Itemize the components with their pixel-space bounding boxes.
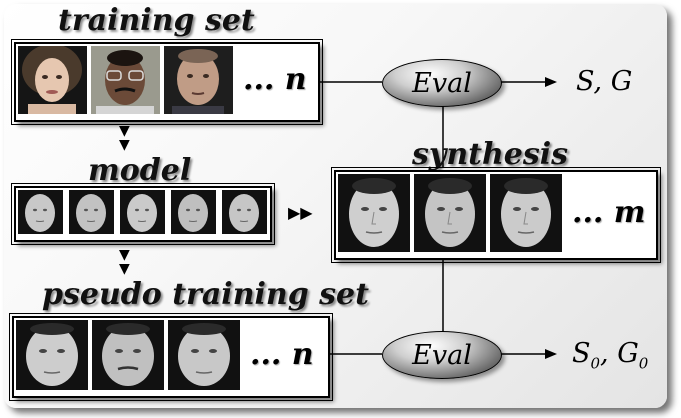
training-photo-1 <box>18 46 87 114</box>
eval-label-bottom: Eval <box>412 339 472 371</box>
output-s0-sub: 0 <box>590 354 601 373</box>
eval-ellipse-bottom: Eval <box>382 331 502 379</box>
synthesis-face-3 <box>490 174 562 252</box>
model-face-5 <box>222 190 267 234</box>
down-arrow-2: ▼▼ <box>119 247 130 277</box>
down-arrow-1: ▼▼ <box>119 123 130 153</box>
training-set-title: training set <box>58 3 255 38</box>
model-face-1 <box>18 190 63 234</box>
training-ellipsis-n: ... n <box>243 62 307 97</box>
eval-label-top: Eval <box>412 67 472 99</box>
training-set-row: ... n <box>18 46 307 114</box>
output-s0-s: S <box>572 338 591 369</box>
output-g0-sub: 0 <box>638 354 649 373</box>
synthesis-title: synthesis <box>412 137 569 172</box>
output-s0-g0: S0, G0 <box>572 338 649 373</box>
synthesis-ellipsis-m: ... m <box>572 195 646 230</box>
right-arrows: ▶▶ <box>288 203 313 222</box>
synthesis-face-1 <box>338 174 410 252</box>
model-row <box>18 190 267 234</box>
synthesis-row: ... m <box>338 174 646 252</box>
pseudo-training-set-row: ... n <box>16 320 314 390</box>
model-face-4 <box>171 190 216 234</box>
training-photo-2 <box>91 46 160 114</box>
output-s-g: S, G <box>576 66 633 97</box>
synthesis-face-2 <box>414 174 486 252</box>
model-face-2 <box>69 190 114 234</box>
pseudo-training-set-title: pseudo training set <box>42 277 369 312</box>
pseudo-face-3 <box>168 320 240 390</box>
output-g0-g: G <box>617 338 639 369</box>
eval-ellipse-top: Eval <box>382 59 502 107</box>
pseudo-ellipsis-n: ... n <box>250 337 314 372</box>
model-face-3 <box>120 190 165 234</box>
pseudo-face-1 <box>16 320 88 390</box>
pseudo-face-2 <box>92 320 164 390</box>
training-photo-3 <box>164 46 233 114</box>
model-title: model <box>88 153 192 188</box>
